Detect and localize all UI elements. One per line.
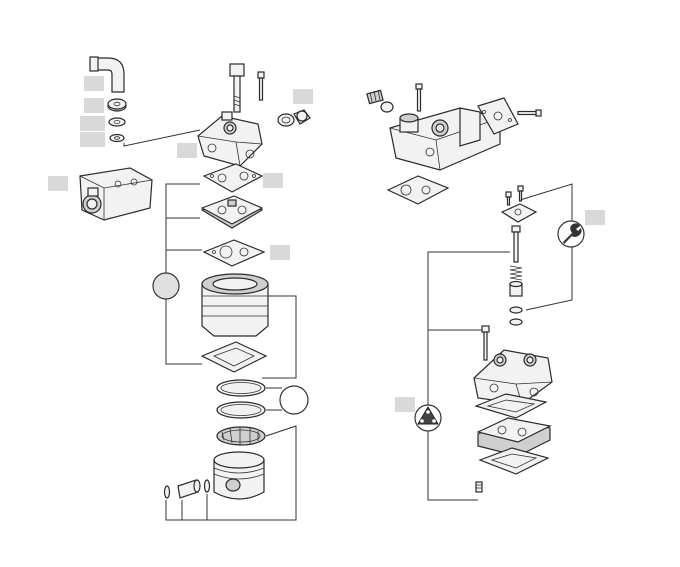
label-bg-52 [177,143,197,158]
head-bolt [481,325,490,361]
circlip-left [163,485,171,499]
compressor-head-housing [389,107,501,171]
cylinder-head [197,111,263,167]
label-bg-66 [585,210,605,225]
piston-ring-lower [216,401,266,419]
bottom-gasket [478,447,550,475]
piston-pin [177,479,201,499]
nut [107,98,127,112]
washer-101 [108,117,126,127]
valve-plate [200,195,264,229]
label-bg-95 [84,76,104,91]
seal-ring [277,113,295,127]
valve-spring [509,265,523,281]
washer-104 [109,133,125,143]
label-bg-59 [263,173,283,188]
kit-marker-70 [152,272,180,300]
bracket-32-upper [262,295,297,379]
bracket-67 [427,251,510,501]
long-bolt [229,63,245,113]
valve-body [509,280,523,297]
screw-top [415,83,423,112]
three-hole-plate-icon [414,404,442,432]
elbow-fitting [89,56,125,93]
label-bg-101 [80,116,105,131]
bracket-66 [519,183,573,311]
label-bg-98 [84,98,104,113]
bracket-32-lower [208,425,297,521]
cylinder-block [201,273,269,337]
small-plug [475,481,483,493]
threaded-fitting [366,89,384,105]
small-screw [257,71,265,101]
valve-gasket [202,239,266,267]
head-gasket [202,163,264,193]
piston-ring-upper [216,379,266,397]
stack-screws [505,185,524,206]
lower-valve-plate [476,417,552,457]
seal-a [509,306,523,314]
housing-gasket [386,175,450,205]
label-bg-104 [80,132,105,147]
plug [293,109,311,125]
valve-stem [511,225,521,263]
screw-right [517,109,542,117]
label-bg-50 [48,176,68,191]
lower-head-gasket [474,393,548,419]
wrench-icon [557,220,585,248]
valve-cap [500,203,538,223]
piston [213,451,265,500]
lower-cylinder-head [473,349,553,405]
label-bg-67 [395,397,415,412]
seal-b [509,318,523,326]
cover-plate [477,97,519,135]
circlip-right [203,479,211,493]
o-ring [380,101,394,113]
kit-marker-32 [279,385,309,415]
label-bg-57 [270,245,290,260]
oil-control-ring [216,426,266,446]
base-gasket [200,341,268,373]
label-bg-92 [293,89,313,104]
cylinder-head-side [79,167,153,221]
leader-104 [123,129,201,147]
